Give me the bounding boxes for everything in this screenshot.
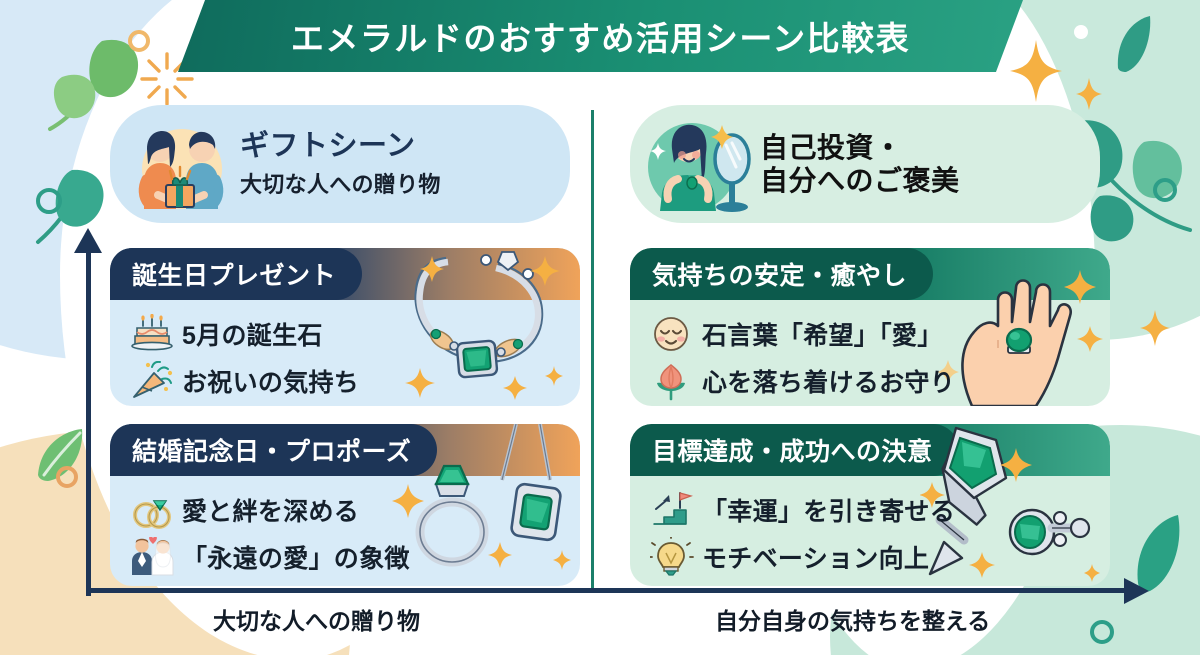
column-subtitle: 大切な人への贈り物: [240, 171, 441, 197]
list-item-label: モチベーション向上: [702, 544, 930, 573]
sparkle-icon: [1140, 310, 1170, 346]
list-item: 石言葉「希望」「愛」: [650, 310, 1110, 357]
list-item: 「幸運」を引き寄せる: [650, 486, 1110, 533]
wedding-rings-icon: [130, 490, 174, 530]
column-header-self-investment: 自己投資・ 自分へのご褒美: [630, 105, 1100, 223]
leaf-icon: [1117, 16, 1151, 72]
card-title-pill: 気持ちの安定・癒やし: [630, 248, 934, 300]
list-item: モチベーション向上: [648, 533, 1110, 580]
sparkle-icon: [1010, 40, 1062, 102]
vertical-axis-line: [86, 248, 91, 596]
column-title: 自己投資・: [760, 131, 903, 163]
list-item-label: 石言葉「希望」「愛」: [702, 321, 943, 350]
relieved-face-icon: [650, 314, 694, 354]
column-title-line2: 自分へのご褒美: [760, 165, 960, 196]
column-header-gift-text: ギフトシーン 大切な人への贈り物: [240, 129, 441, 198]
list-item: 愛と絆を深める: [130, 486, 580, 533]
list-item-label: 5月の誕生石: [182, 321, 323, 350]
card-wedding-anniversary[interactable]: 結婚記念日・プロポーズ: [110, 424, 580, 586]
list-item: 「永遠の愛」の象徴: [130, 533, 580, 580]
column-title: ギフトシーン: [240, 130, 416, 163]
decor-ring: [1153, 178, 1177, 202]
tulip-icon: [650, 361, 694, 401]
page-title: エメラルドのおすすめ活用シーン比較表: [290, 20, 911, 57]
card-goal-achievement[interactable]: 目標達成・成功への決意: [630, 424, 1110, 586]
birthday-cake-icon: [130, 312, 174, 354]
list-item-label: 愛と絆を深める: [182, 497, 360, 526]
column-header-self-text: 自己投資・ 自分へのご褒美: [760, 131, 960, 197]
decor-ring: [56, 466, 78, 488]
title-banner: エメラルドのおすすめ活用シーン比較表: [178, 0, 1023, 72]
decor-ring: [1090, 620, 1114, 644]
horizontal-axis-arrow-icon: [1124, 578, 1149, 604]
decor-ring: [128, 30, 150, 52]
column-divider: [591, 110, 594, 588]
card-title: 誕生日プレゼント: [132, 262, 337, 290]
list-item-label: お祝いの気持ち: [182, 368, 360, 397]
list-item-label: 「永遠の愛」の象徴: [182, 544, 410, 573]
card-body: 石言葉「希望」「愛」 心を落ち着けるお守り: [630, 300, 1110, 404]
decor-dot: [1074, 25, 1088, 39]
goal-stairs-flag-icon: [650, 490, 694, 530]
list-item-label: 心を落ち着けるお守り: [702, 368, 956, 397]
card-body: 5月の誕生石 お祝いの気持ち: [110, 300, 580, 404]
card-title: 気持ちの安定・癒やし: [652, 262, 908, 290]
card-body: 「幸運」を引き寄せる モチベー: [630, 476, 1110, 580]
gift-exchange-illustration: [124, 109, 234, 219]
card-title-pill: 結婚記念日・プロポーズ: [110, 424, 438, 476]
list-item: 5月の誕生石: [130, 310, 580, 357]
party-popper-icon: [130, 360, 174, 401]
card-title: 結婚記念日・プロポーズ: [132, 438, 412, 466]
axis-caption-right: 自分自身の気持ちを整える: [715, 608, 991, 634]
bride-and-groom-icon: [130, 535, 174, 577]
card-body: 愛と絆を深める 「永遠の愛」の象徴: [110, 476, 580, 580]
sparkle-icon: [1076, 78, 1102, 110]
card-emotional-stability[interactable]: 気持ちの安定・癒やし: [630, 248, 1110, 406]
card-birthday-present[interactable]: 誕生日プレゼント: [110, 248, 580, 406]
list-item: 心を落ち着けるお守り: [650, 357, 1110, 404]
woman-with-mirror-illustration: [644, 109, 754, 219]
list-item-label: 「幸運」を引き寄せる: [702, 497, 956, 526]
axis-caption-left: 大切な人への贈り物: [213, 608, 420, 634]
card-title: 目標達成・成功への決意: [652, 438, 933, 466]
horizontal-axis-line: [86, 588, 1128, 593]
card-title-pill: 誕生日プレゼント: [110, 248, 363, 300]
light-bulb-icon: [648, 534, 694, 577]
card-title-pill: 目標達成・成功への決意: [630, 424, 959, 476]
decor-ring: [36, 188, 62, 214]
column-header-gift: ギフトシーン 大切な人への贈り物: [110, 105, 570, 223]
list-item: お祝いの気持ち: [130, 357, 580, 404]
